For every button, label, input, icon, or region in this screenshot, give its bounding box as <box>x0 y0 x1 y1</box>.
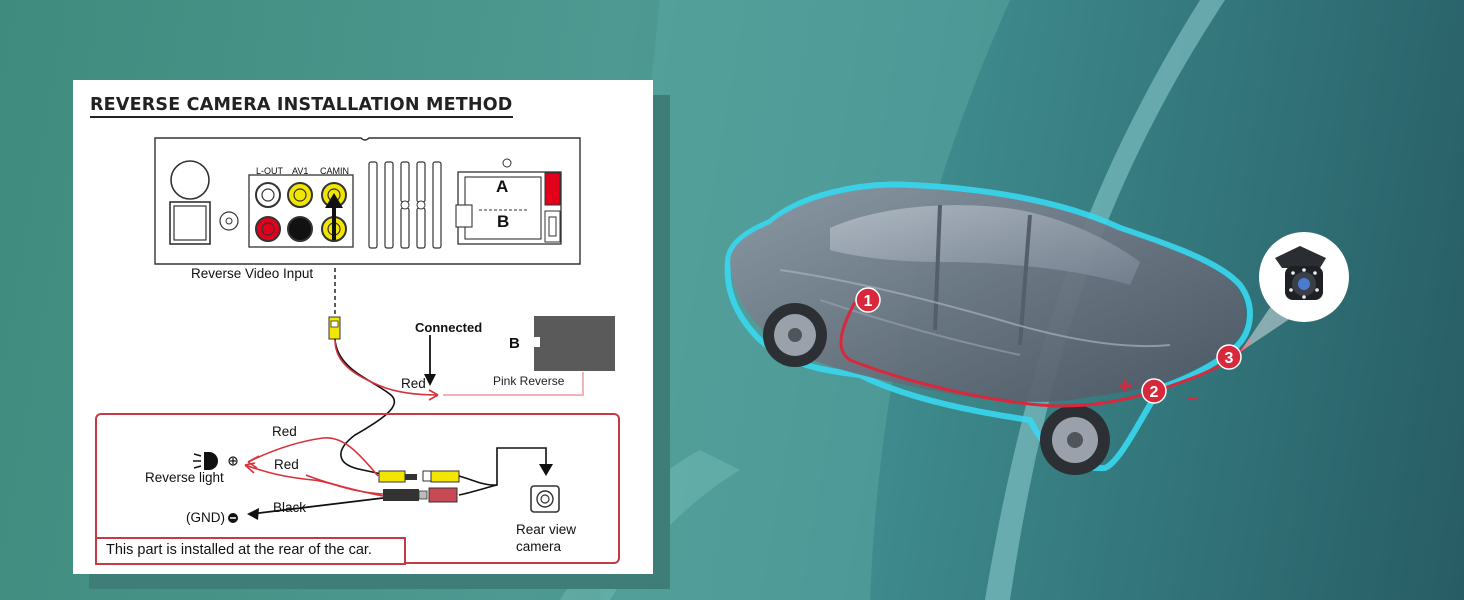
rca-port-black <box>287 216 313 242</box>
b-plug <box>534 316 615 371</box>
rear-installation-note: This part is installed at the rear of th… <box>95 537 406 565</box>
rca-port-red <box>255 216 281 242</box>
red-rear-label-2: Red <box>274 457 299 472</box>
iso-connector <box>455 158 562 245</box>
plus-sign: + <box>1118 373 1132 400</box>
step-badge-2: 2 <box>1141 378 1167 404</box>
step-number-1: 1 <box>864 293 873 310</box>
car-glow-outline <box>724 181 1253 472</box>
gnd-label: (GND) <box>186 510 225 525</box>
dc-power-connector <box>383 487 458 503</box>
reverse-light-icon <box>193 452 238 470</box>
rear-wheel <box>1040 405 1110 475</box>
pink-reverse-wire <box>443 372 584 396</box>
car-windows <box>830 205 1140 285</box>
connected-label: Connected <box>415 320 483 335</box>
rca-port-yellow-av1 <box>287 182 313 208</box>
red-top-label: Red <box>401 376 426 391</box>
step-number-3: 3 <box>1225 350 1234 367</box>
red-wire-rear-3 <box>305 474 384 497</box>
black-ground-wire <box>250 497 384 515</box>
camera-cable <box>458 447 547 486</box>
red-wire-rear-1 <box>247 437 379 477</box>
car-wiring-route <box>839 301 1252 408</box>
front-wheel <box>763 303 827 367</box>
red-power-wire-top <box>334 339 439 396</box>
rear-view-camera-label-2: camera <box>516 539 562 554</box>
rear-camera-icon <box>530 485 560 513</box>
black-label: Black <box>273 500 307 515</box>
port-label-av1: AV1 <box>292 166 309 176</box>
car-illustration: 1 2 3 + − <box>724 181 1349 475</box>
step-number-2: 2 <box>1150 384 1159 401</box>
rear-view-camera-label-1: Rear view <box>516 522 577 537</box>
step-badge-1: 1 <box>855 287 881 313</box>
installation-diagram-panel: REVERSE CAMERA INSTALLATION METHOD <box>73 80 653 574</box>
yellow-plug-top <box>328 316 341 340</box>
slot-columns <box>368 161 442 249</box>
connector-b-label: B <box>497 212 510 231</box>
gnd-minus-icon <box>228 513 238 523</box>
port-label-camin: CAMIN <box>320 166 349 176</box>
rca-ports <box>255 182 347 242</box>
pink-reverse-label: Pink Reverse <box>493 374 565 388</box>
b-plug-label: B <box>509 335 520 352</box>
reverse-light-label: Reverse light <box>145 470 224 485</box>
rca-port-white <box>255 182 281 208</box>
reverse-video-input-label: Reverse Video Input <box>191 266 314 281</box>
wiring-diagram <box>154 137 615 523</box>
step-badge-3: 3 <box>1216 344 1242 370</box>
camera-bubble <box>1259 232 1349 322</box>
port-label-lout: L-OUT <box>256 166 283 176</box>
red-rear-label-1: Red <box>272 424 297 439</box>
diagram-title: REVERSE CAMERA INSTALLATION METHOD <box>90 95 513 118</box>
minus-sign: − <box>1186 386 1199 411</box>
connector-a-label: A <box>496 177 509 196</box>
